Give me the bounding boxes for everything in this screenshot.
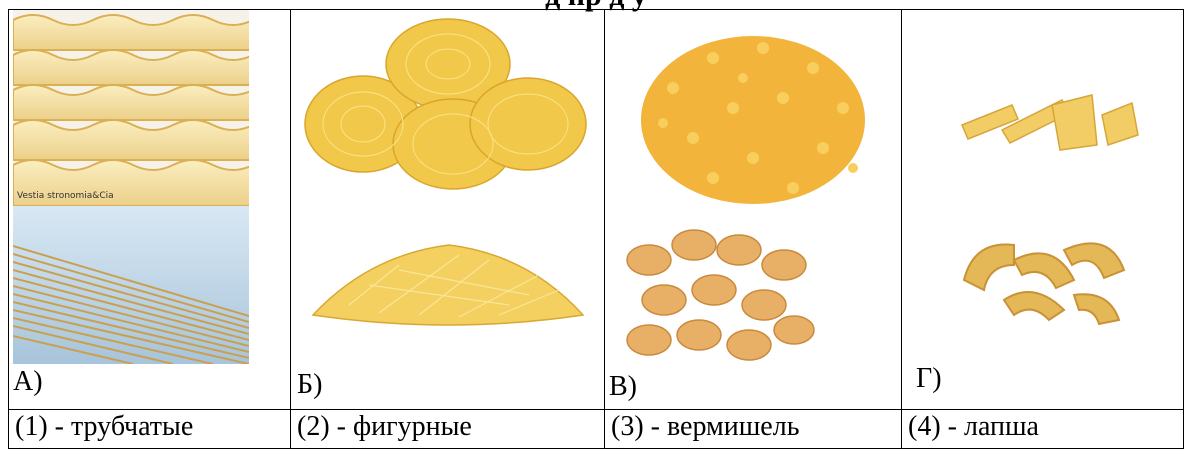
photo-watermark: Vestia stronomia&Cia <box>17 191 114 201</box>
lasagne-photo: Vestia stronomia&Cia <box>13 10 249 206</box>
caption-tubular: (1) - трубчатые <box>15 411 194 442</box>
image-row: Vestia stronomia&Cia А) <box>8 9 1184 410</box>
label-b: Б) <box>297 369 323 400</box>
cell-c: В) <box>604 9 902 410</box>
caption-cell-3: (3) - вермишель <box>604 409 902 449</box>
label-d: Г) <box>916 363 942 394</box>
cell-d: Г) <box>901 9 1184 410</box>
spaghetti-photo <box>13 206 249 364</box>
penne-photo <box>961 94 1139 151</box>
star-pasta-photo <box>641 36 865 204</box>
caption-cell-2: (2) - фигурные <box>290 409 605 449</box>
caption-cell-4: (4) - лапша <box>901 409 1184 449</box>
caption-vermicelli: (3) - вермишель <box>611 411 800 442</box>
caption-cell-1: (1) - трубчатые <box>8 409 291 449</box>
label-c: В) <box>609 371 637 402</box>
caption-figured: (2) - фигурные <box>297 411 472 442</box>
page-heading: д пр д у <box>0 0 1192 12</box>
caption-row: (1) - трубчатые (2) - фигурные (3) - вер… <box>8 409 1184 449</box>
caption-noodles: (4) - лапша <box>908 411 1039 442</box>
pasta-table: Vestia stronomia&Cia А) <box>8 9 1184 449</box>
vermicelli-pile-photo <box>311 244 585 326</box>
cell-b: Б) <box>290 9 605 410</box>
noodle-nests-photo <box>304 18 587 190</box>
label-a: А) <box>13 366 43 397</box>
macaroni-elbows-photo <box>962 242 1126 326</box>
cell-a: Vestia stronomia&Cia А) <box>8 9 291 410</box>
shell-pasta-photo <box>626 229 815 361</box>
